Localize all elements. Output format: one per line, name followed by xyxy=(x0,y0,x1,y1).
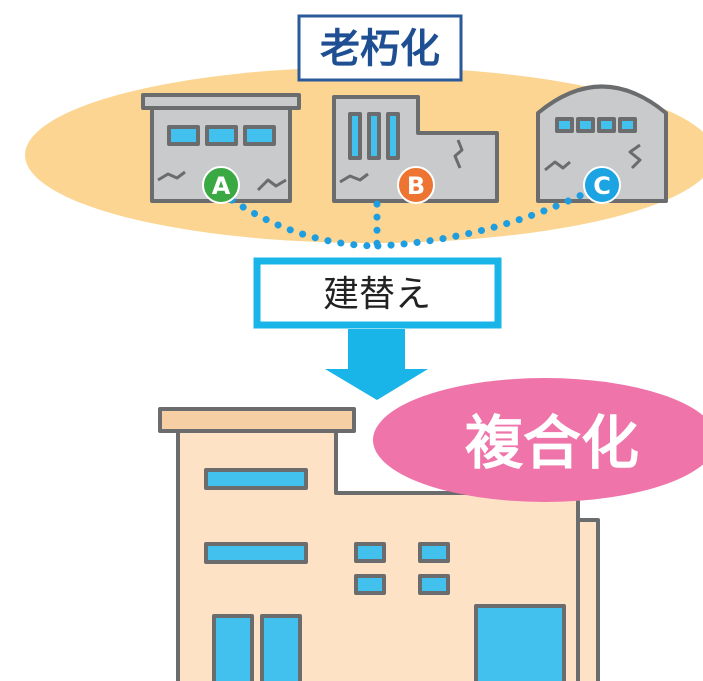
marker-c-label: C xyxy=(593,172,611,200)
marker-a: A xyxy=(202,166,240,204)
marker-a-label: A xyxy=(212,172,231,200)
rebuild-label: 建替え xyxy=(323,274,431,315)
old-building-c xyxy=(536,84,668,203)
aging-label-box: 老朽化 xyxy=(297,14,463,82)
rebuild-label-box: 建替え xyxy=(253,257,502,329)
new-building xyxy=(158,407,600,681)
old-building-b xyxy=(332,95,499,203)
marker-b: B xyxy=(397,166,435,204)
consolidation-badge: 複合化 xyxy=(373,378,703,502)
marker-c: C xyxy=(583,166,621,204)
aging-label: 老朽化 xyxy=(320,26,440,72)
down-arrow-icon xyxy=(325,329,428,400)
marker-b-label: B xyxy=(407,172,425,200)
consolidation-label: 複合化 xyxy=(465,409,639,477)
old-building-a xyxy=(141,93,301,203)
dotted-connectors xyxy=(228,186,596,250)
